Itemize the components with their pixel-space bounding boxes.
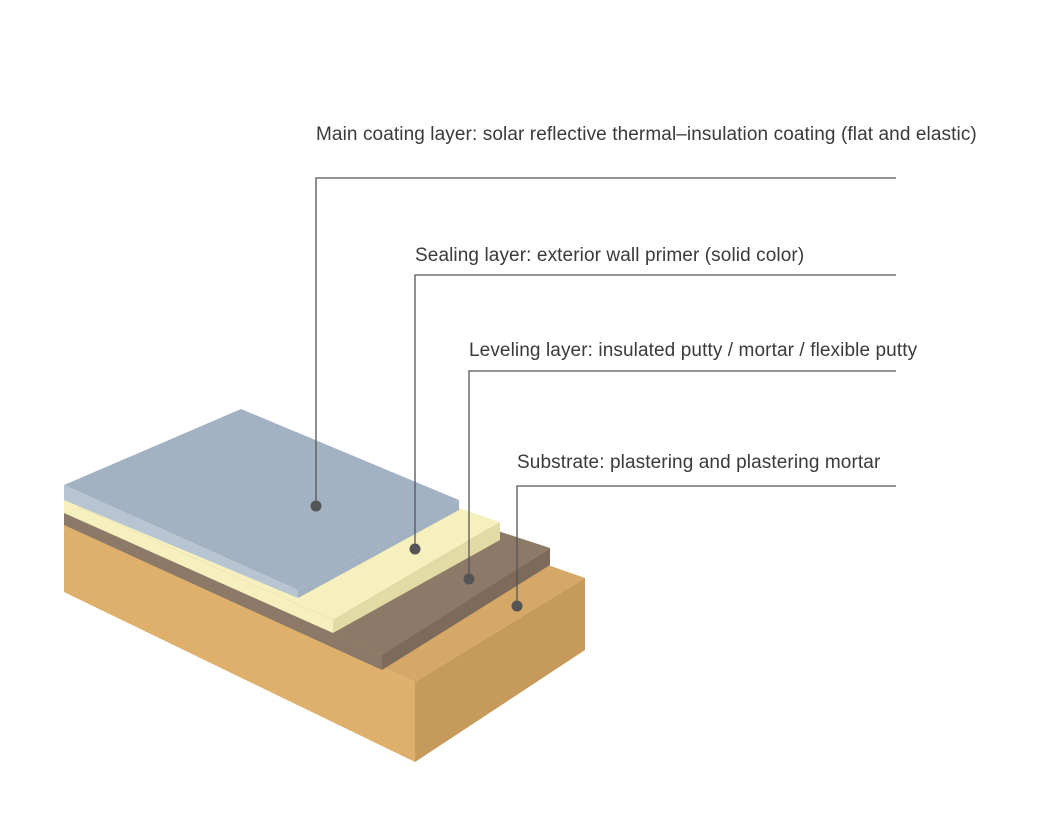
main-coating-top-face: [64, 409, 459, 590]
leader-line-substrate: [516, 485, 896, 606]
marker-dot-leveling: [463, 573, 475, 585]
leader-line-sealing: [414, 274, 896, 549]
marker-dot-main: [310, 500, 322, 512]
sealing-right-face: [333, 522, 500, 633]
marker-dots: [310, 500, 523, 612]
sealing-front-face: [64, 500, 333, 633]
leveling-right-face: [382, 548, 550, 670]
leader-line-main: [315, 177, 896, 506]
marker-dot-substrate: [511, 600, 523, 612]
leveling-front-face: [64, 512, 382, 670]
substrate-front-face: [64, 525, 415, 762]
main-coating-layer-label: Main coating layer: solar reflective the…: [316, 124, 977, 145]
leader-lines: [315, 177, 896, 606]
leveling-layer-label: Leveling layer: insulated putty / mortar…: [469, 340, 918, 361]
main-coating-front-face: [64, 485, 298, 598]
sealing-layer-label: Sealing layer: exterior wall primer (sol…: [415, 245, 805, 266]
main-coating-layer-block: [64, 409, 459, 598]
substrate-right-face: [415, 578, 585, 762]
marker-dot-sealing: [409, 543, 421, 555]
main-coating-right-face: [298, 500, 459, 598]
leader-line-leveling: [468, 370, 896, 579]
substrate-label: Substrate: plastering and plastering mor…: [517, 452, 881, 473]
